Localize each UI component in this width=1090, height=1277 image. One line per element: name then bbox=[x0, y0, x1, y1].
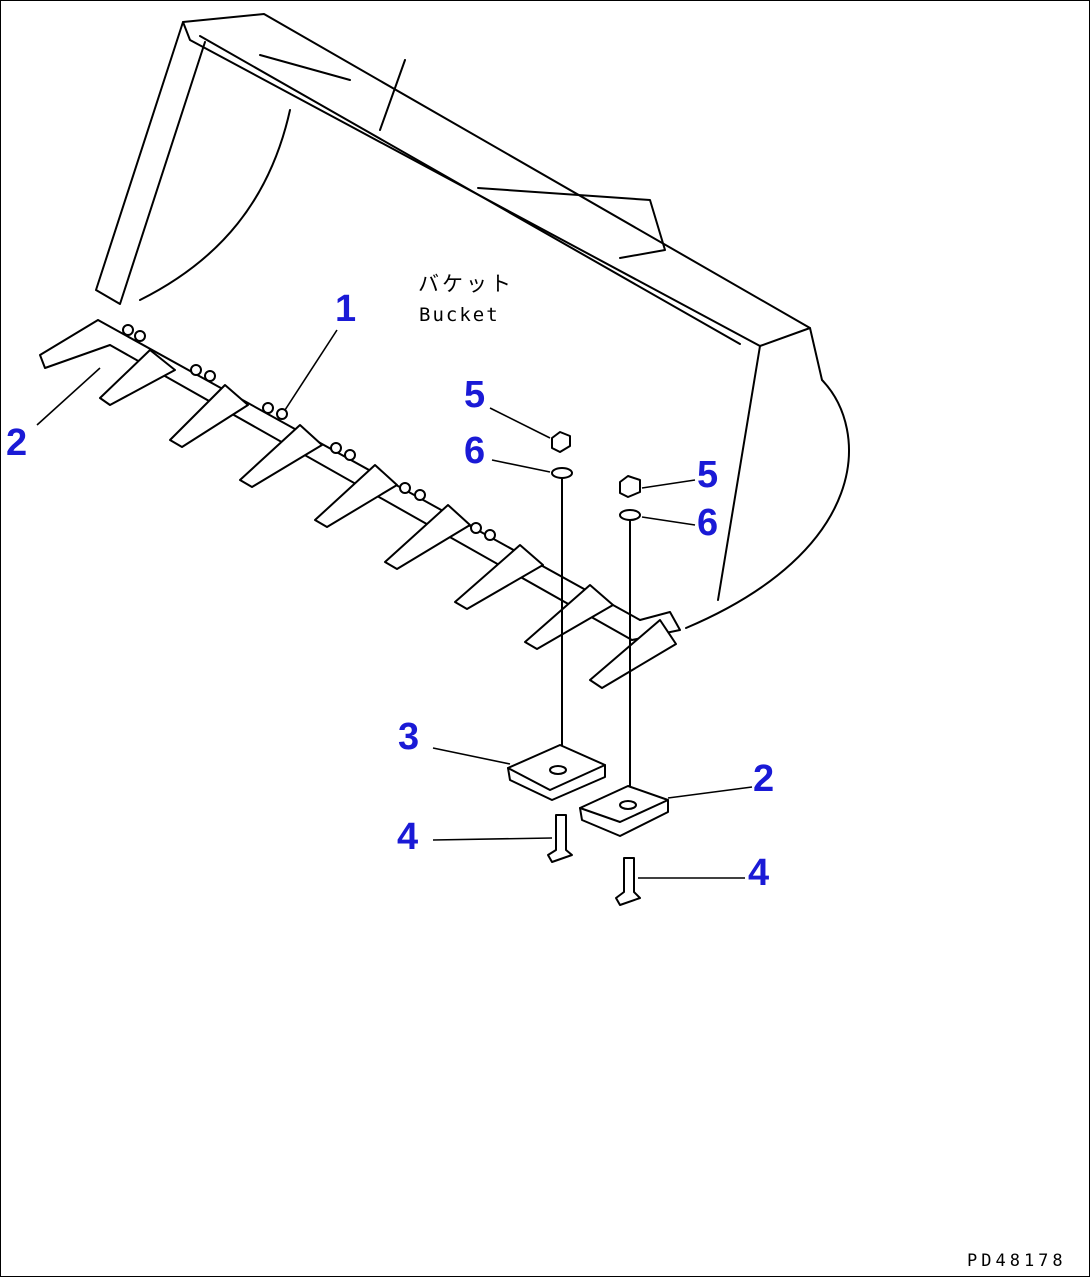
leader-lines bbox=[36, 329, 753, 879]
bucket-top-rim bbox=[199, 35, 741, 345]
bucket-spill-guard bbox=[259, 54, 406, 131]
drawing-code: PD48178 bbox=[967, 1251, 1067, 1271]
teeth-row bbox=[99, 349, 677, 689]
bucket-inner-fold bbox=[477, 187, 666, 259]
tooth bbox=[169, 384, 249, 448]
nut bbox=[619, 475, 641, 498]
callout-2-right: 2 bbox=[753, 758, 775, 800]
bucket-right-side bbox=[685, 327, 850, 629]
tooth bbox=[384, 504, 471, 570]
callout-1: 1 bbox=[335, 288, 357, 330]
washer bbox=[551, 467, 573, 479]
tooth bbox=[524, 584, 614, 650]
washer bbox=[619, 509, 641, 521]
tooth bbox=[589, 619, 677, 689]
callout-3: 3 bbox=[398, 716, 420, 758]
bucket-top-edge bbox=[182, 13, 811, 347]
callout-5-left: 5 bbox=[464, 374, 486, 416]
hardware-right bbox=[579, 475, 669, 906]
bucket-label-english: Bucket bbox=[419, 304, 500, 326]
bolt bbox=[547, 814, 573, 863]
callout-2-left: 2 bbox=[6, 422, 28, 464]
tooth bbox=[239, 424, 323, 488]
bolt bbox=[615, 857, 641, 906]
hardware-left bbox=[507, 431, 606, 863]
tooth bbox=[454, 544, 544, 610]
tooth bbox=[99, 349, 176, 406]
callout-6-right: 6 bbox=[697, 502, 719, 544]
bucket-left-curve bbox=[139, 109, 291, 301]
callout-4-left: 4 bbox=[397, 816, 419, 858]
nut bbox=[551, 431, 571, 453]
adapter-bolts bbox=[122, 324, 496, 541]
bucket-label-japanese: バケット bbox=[418, 272, 514, 296]
callout-5-right: 5 bbox=[697, 454, 719, 496]
tooth bbox=[314, 464, 398, 528]
callout-4-right: 4 bbox=[748, 852, 770, 894]
bucket-left-side bbox=[95, 21, 206, 305]
callout-6-left: 6 bbox=[464, 430, 486, 472]
